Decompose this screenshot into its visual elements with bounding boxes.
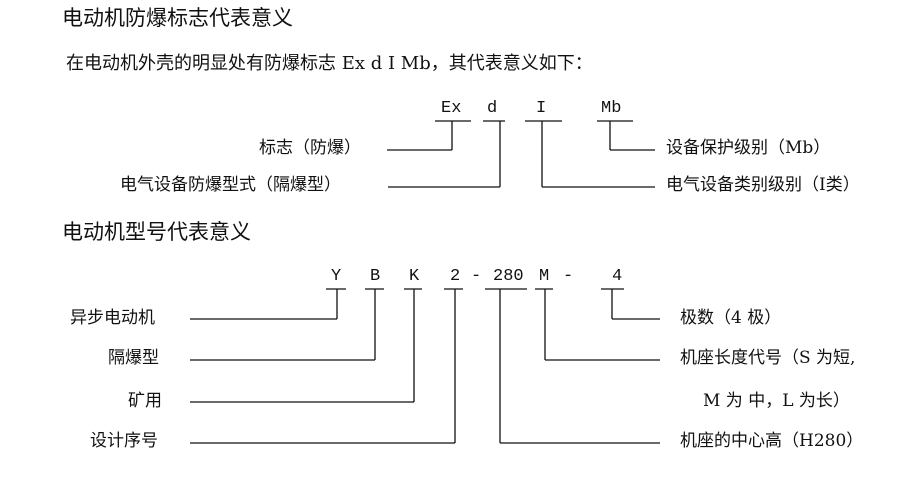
code-y: Y [331, 267, 342, 286]
code-m: M [539, 267, 550, 286]
code-280: 280 [493, 267, 524, 286]
label-h280: 机座的中心高（H280） [680, 431, 864, 451]
code-ex: Ex [441, 99, 462, 118]
code-dash-1: - [471, 267, 482, 286]
code-dash-2: - [563, 267, 574, 286]
section1-intro: 在电动机外壳的明显处有防爆标志 Ex d I Mb，其代表意义如下： [66, 53, 593, 74]
label-m-line1: 机座长度代号（S 为短, [680, 348, 856, 368]
label-mb: 设备保护级别（Mb） [666, 138, 831, 158]
section1-title: 电动机防爆标志代表意义 [62, 6, 293, 30]
code-i: I [536, 99, 547, 118]
code-mb: Mb [601, 99, 622, 118]
label-k: 矿用 [128, 391, 162, 411]
label-d: 电气设备防爆型式（隔爆型） [120, 175, 341, 195]
label-n2: 设计序号 [90, 431, 158, 451]
code-b: B [370, 267, 381, 286]
label-poles: 极数（4 极） [680, 308, 782, 328]
label-b: 隔爆型 [108, 348, 159, 368]
label-m-line2: M 为 中，L 为长） [703, 391, 850, 411]
section2-title: 电动机型号代表意义 [62, 220, 251, 244]
code-k: K [409, 267, 420, 286]
label-y: 异步电动机 [70, 308, 155, 328]
label-i: 电气设备类别级别（I类） [666, 175, 860, 195]
code-2: 2 [450, 267, 461, 286]
code-4: 4 [612, 267, 623, 286]
code-d: d [487, 99, 498, 118]
label-ex: 标志（防爆） [259, 138, 361, 158]
